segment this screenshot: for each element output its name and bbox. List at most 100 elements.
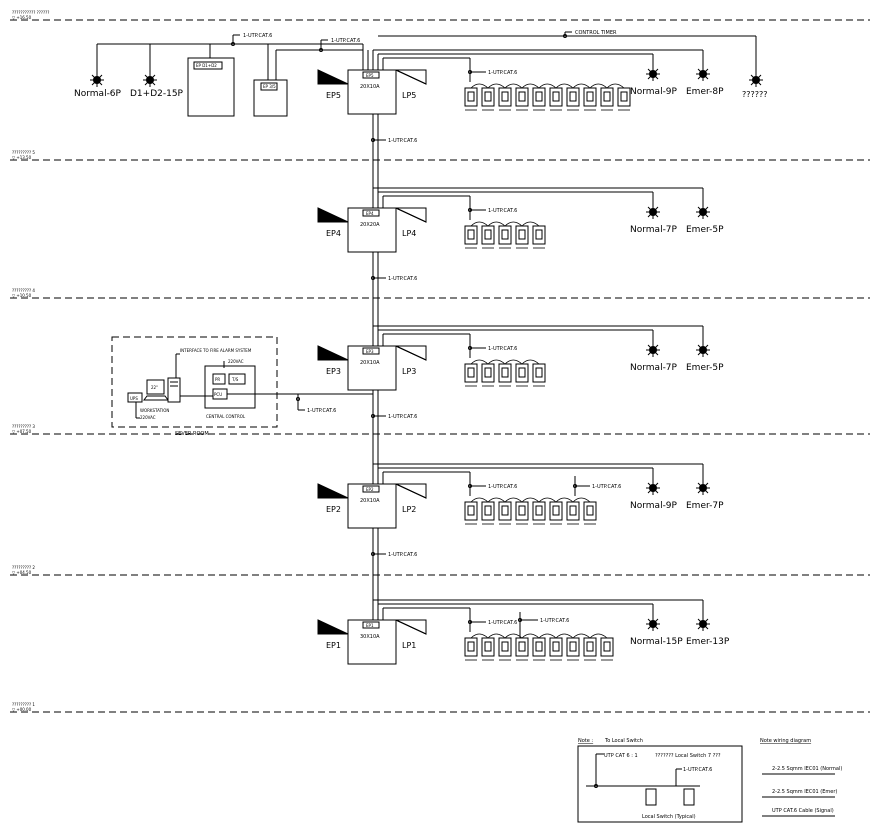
level-elevation: ▽ +04.50 bbox=[12, 570, 32, 575]
note-title: Note : bbox=[578, 738, 593, 744]
workstation-voltage: 220VAC bbox=[140, 415, 156, 420]
cable-label-server: 1-UTP.CAT.6 bbox=[307, 408, 336, 414]
label-extra-lamp: ?????? bbox=[742, 90, 767, 99]
ts-box bbox=[228, 373, 246, 385]
lamp-emer-icon bbox=[696, 481, 710, 495]
local-switch-icon bbox=[481, 359, 506, 387]
wiring-item-3: UTP CAT.6 Cable (Signal) bbox=[772, 808, 834, 814]
note-box: Note : To Local Switch UTP CAT 6 : 1 ???… bbox=[577, 738, 743, 823]
emer-circuit-label: Emer-5P bbox=[686, 225, 724, 235]
pr-label: PR bbox=[215, 377, 220, 382]
emer-circuit-label: Emer-8P bbox=[686, 87, 724, 97]
note-utp-line: UTP CAT 6 : 1 bbox=[604, 753, 638, 759]
local-switch-icon bbox=[464, 83, 489, 111]
level-name: ????????? 3 bbox=[12, 424, 35, 429]
ups-label: UPS bbox=[130, 396, 138, 401]
lamp-normal-icon bbox=[646, 481, 660, 495]
level-name: ????????? 4 bbox=[12, 288, 35, 293]
note-subtitle: To Local Switch bbox=[604, 738, 643, 744]
workstation-label: WORKSTATION bbox=[140, 408, 169, 413]
lamp-emer-icon bbox=[696, 617, 710, 631]
cable-label-riser: 1-UTP.CAT.6 bbox=[388, 276, 417, 282]
ep-label: EP3 bbox=[326, 367, 341, 376]
note-utp-small: 1-UTP.CAT.6 bbox=[683, 767, 712, 773]
lp-label: LP3 bbox=[402, 367, 416, 376]
local-switch-icon bbox=[583, 501, 597, 525]
extra-utp-drops: 1-UTP.CAT.61-UTP.CAT.6 bbox=[518, 476, 621, 638]
lamp-emer-icon bbox=[696, 67, 710, 81]
local-switch-icon bbox=[583, 633, 608, 661]
cable-label-riser: 1-UTP.CAT.6 bbox=[388, 414, 417, 420]
monitor-icon bbox=[146, 379, 165, 395]
local-switch-icon bbox=[583, 83, 608, 111]
cable-label-switch: 1-UTP.CAT.6 bbox=[488, 620, 517, 626]
interface-label: INTERFACE TO FIRE ALARM SYSTEM bbox=[180, 348, 252, 353]
emer-circuit-label: Emer-5P bbox=[686, 363, 724, 373]
local-switch-icon bbox=[532, 225, 546, 249]
lamp-extra-icon bbox=[749, 73, 763, 87]
note-local-switch-top: ??????? Local Switch 7 ??? bbox=[655, 753, 721, 759]
ep-symbol-icon bbox=[317, 207, 349, 223]
local-switch-icon bbox=[617, 87, 631, 111]
local-switch-icon bbox=[532, 363, 546, 387]
pc-tower-icon bbox=[167, 377, 181, 403]
local-switch-icon bbox=[549, 497, 574, 525]
lamp-normal-icon bbox=[646, 67, 660, 81]
cable-label-top-2: 1-UTP.CAT.6 bbox=[331, 38, 360, 44]
normal-circuit-label: Normal-9P bbox=[630, 501, 678, 511]
emer-circuit-label: Emer-7P bbox=[686, 501, 724, 511]
ups-box bbox=[127, 392, 143, 403]
local-switch-icon bbox=[600, 83, 625, 111]
local-switch-icon bbox=[481, 221, 506, 249]
ep-symbol-icon bbox=[317, 345, 349, 361]
ep-symbol-icon bbox=[317, 619, 349, 635]
normal-circuit-label: Normal-7P bbox=[630, 225, 678, 235]
ep-label: EP4 bbox=[326, 229, 341, 238]
cable-label-switch-2: 1-UTP.CAT.6 bbox=[592, 484, 621, 490]
level-elevation: ▽ +07.50 bbox=[12, 429, 32, 434]
level-elevation: ▽ +13.50 bbox=[12, 155, 32, 160]
ts-label: T/S bbox=[231, 377, 239, 382]
level-name: ????????? 5 bbox=[12, 150, 35, 155]
cable-label-switch: 1-UTP.CAT.6 bbox=[488, 484, 517, 490]
cc-voltage: 220VAC bbox=[228, 359, 244, 364]
panel-tag: EP4 bbox=[366, 211, 374, 216]
local-switch-icon bbox=[464, 633, 489, 661]
ep-symbol-icon bbox=[317, 69, 349, 85]
local-switch-icon bbox=[498, 633, 523, 661]
local-switch-icon bbox=[498, 221, 523, 249]
ep-label: EP2 bbox=[326, 505, 341, 514]
lamp-emer-icon bbox=[696, 205, 710, 219]
wiring-item-1: 2-2.5 Sqmm IEC01 (Normal) bbox=[772, 766, 842, 772]
control-timer-label: CONTROL TIMER bbox=[575, 30, 617, 36]
local-switch-icon bbox=[515, 83, 540, 111]
local-switch-icon bbox=[498, 359, 523, 387]
label-panel-d1d2: EP D1+D2 bbox=[196, 63, 217, 68]
monitor-label: 22" bbox=[151, 385, 158, 390]
level-lines: ??????????? ??????▽ +16.50????????? 5▽ +… bbox=[10, 10, 870, 713]
local-switch-icon bbox=[532, 633, 557, 661]
lamp-emer-icon bbox=[696, 343, 710, 357]
server-room-frame bbox=[111, 336, 278, 428]
lp-label: LP4 bbox=[402, 229, 416, 238]
lamp-normal-icon bbox=[646, 205, 660, 219]
local-switch-icon bbox=[481, 497, 506, 525]
lp-label: LP2 bbox=[402, 505, 416, 514]
ep-label: EP1 bbox=[326, 641, 341, 650]
central-control-box bbox=[204, 365, 256, 409]
local-switch-icon bbox=[549, 633, 574, 661]
local-switch-icon bbox=[464, 359, 489, 387]
local-switch-icon bbox=[532, 497, 557, 525]
pcu-label: PCU bbox=[214, 392, 222, 397]
level-elevation: ▽ +00.00 bbox=[12, 707, 32, 712]
level-elevation: ▽ +16.50 bbox=[12, 15, 32, 20]
lamp-d1d2-icon bbox=[143, 73, 157, 87]
local-switch-icon bbox=[481, 633, 506, 661]
wiring-legend: Note wiring diagram 2-2.5 Sqmm IEC01 (No… bbox=[760, 738, 842, 817]
level-name: ????????? 2 bbox=[12, 565, 35, 570]
wiring-title: Note wiring diagram bbox=[760, 738, 811, 744]
cable-label-riser: 1-UTP.CAT.6 bbox=[388, 138, 417, 144]
local-switch-icon bbox=[515, 221, 540, 249]
